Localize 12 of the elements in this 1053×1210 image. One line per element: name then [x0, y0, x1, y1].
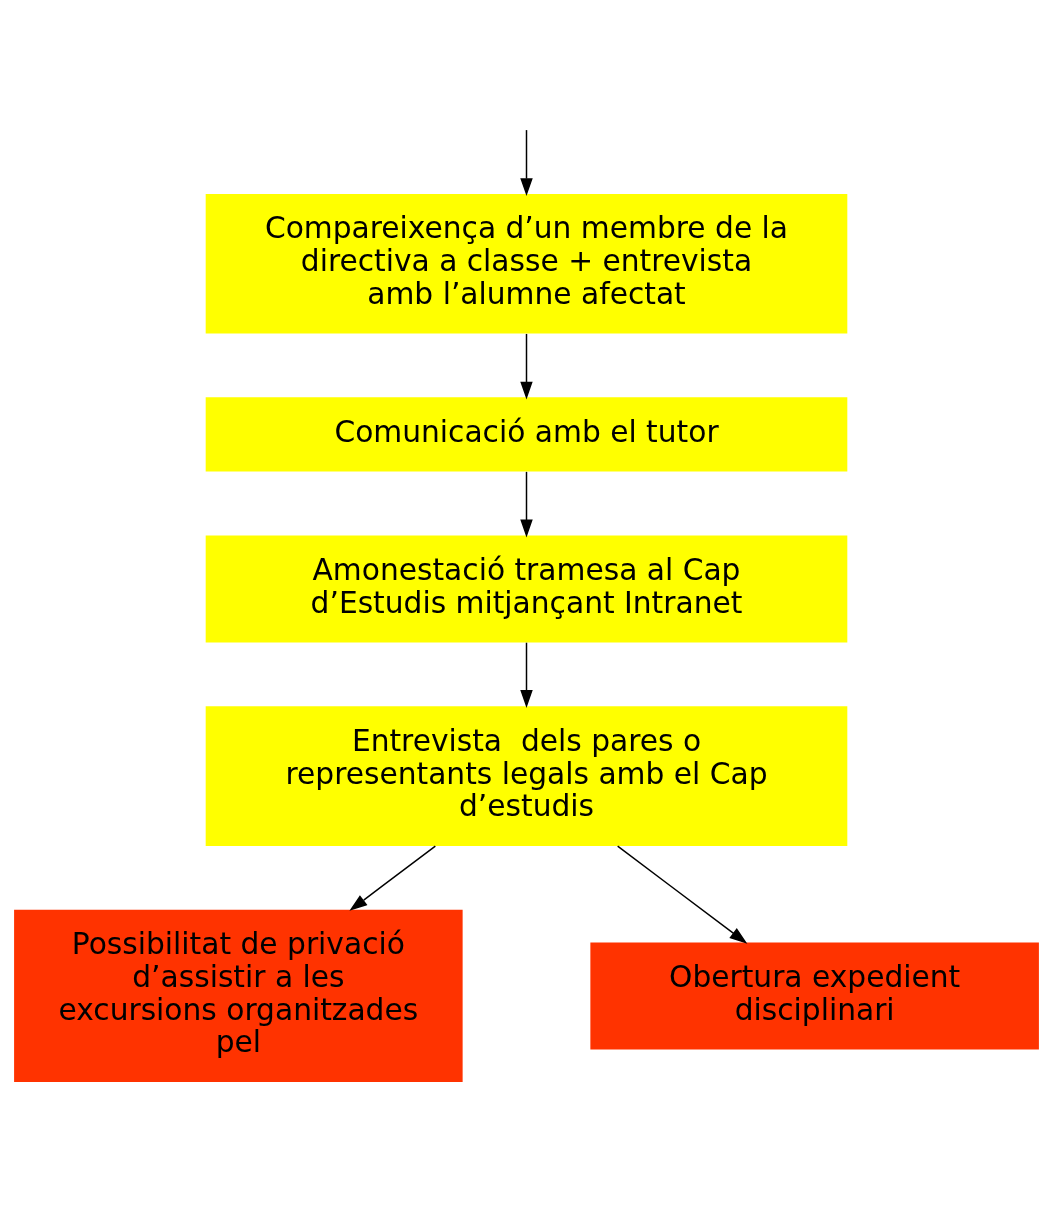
- node-box: Obertura expedient disciplinari: [590, 941, 1039, 1049]
- arrow: [520, 470, 533, 537]
- node-box: Comunicació amb el tutor: [205, 396, 848, 472]
- arrow: [520, 641, 533, 708]
- node-box: Entrevista dels pares o representants legals amb el Cap d’estudis: [205, 705, 848, 846]
- arrow: [520, 332, 533, 399]
- node-box: Compareixença d’un membre de la directiva a classe + entrevista amb l’alumne afectat: [205, 193, 848, 333]
- arrow: [349, 844, 437, 911]
- arrow: [616, 844, 748, 944]
- node-box: Possibilitat de privació d’assistir a les excursions organitzades pel: [14, 909, 463, 1082]
- arrow: [520, 128, 533, 196]
- node-box: Amonestació tramesa al Cap d’Estudis mitjançant Intranet: [205, 535, 848, 642]
